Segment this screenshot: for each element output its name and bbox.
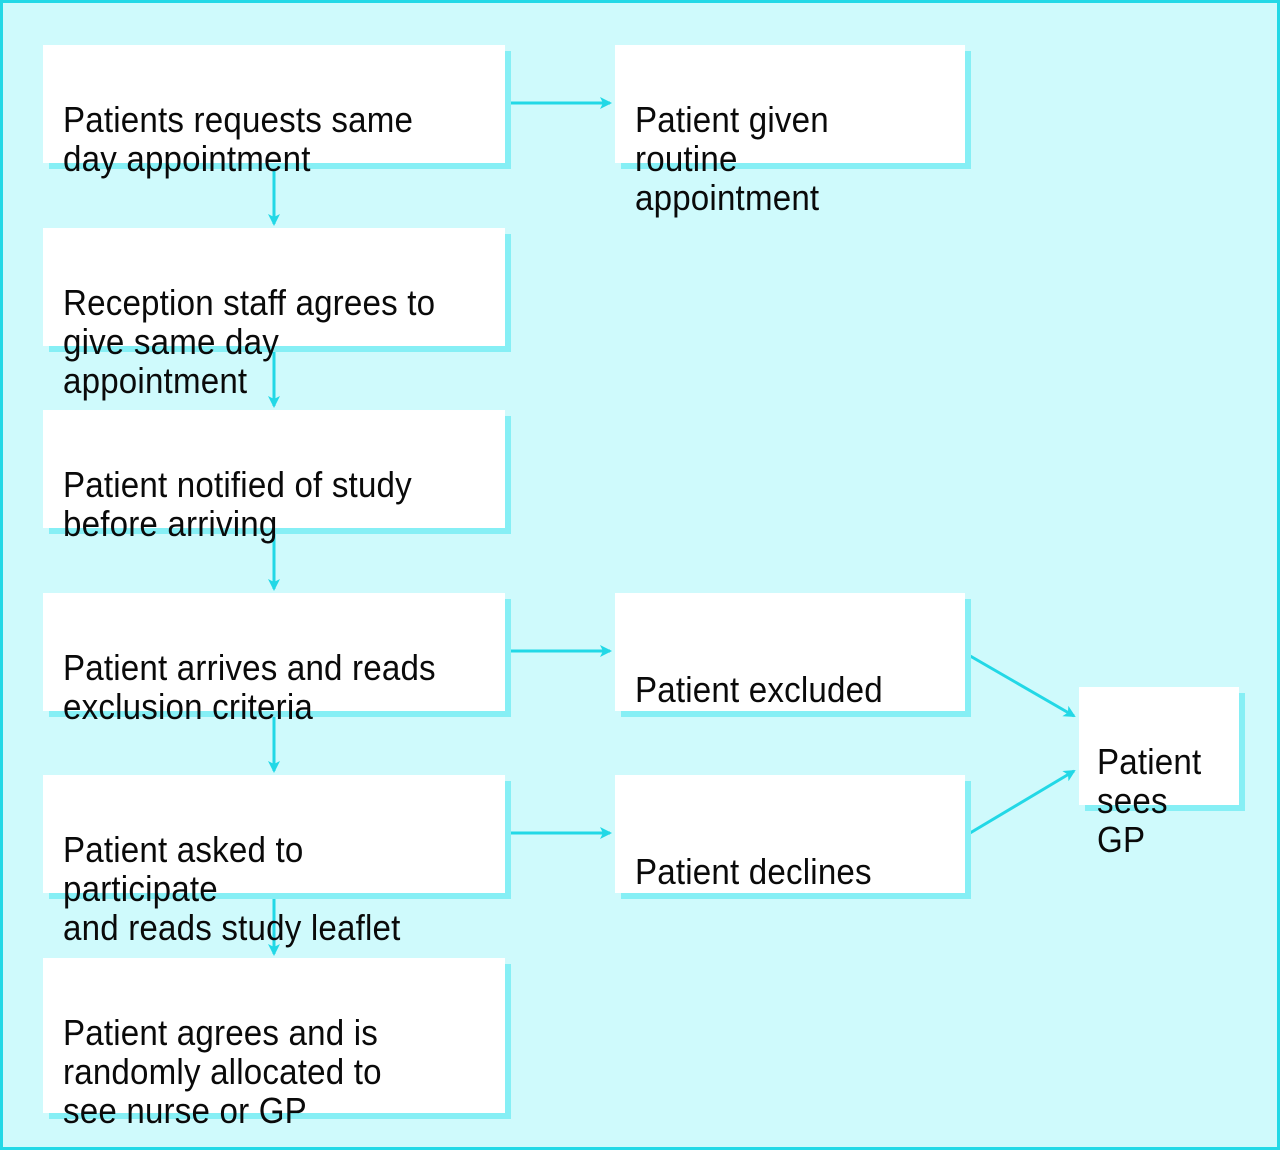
node-asked-label: Patient asked to participate and reads s…: [63, 829, 401, 948]
node-arrives-label: Patient arrives and reads exclusion crit…: [63, 647, 436, 727]
node-patient-agrees: Patient agrees and is randomly allocated…: [43, 958, 505, 1130]
node-patient-arrives: Patient arrives and reads exclusion crit…: [43, 593, 505, 726]
node-sees-gp-label: Patient sees GP: [1097, 741, 1202, 860]
node-routine-appointment: Patient given routine appointment: [615, 45, 965, 217]
node-patient-sees-gp: Patient sees GP: [1079, 687, 1239, 859]
arrow-declines-to-sees-gp: [964, 769, 1076, 838]
arrow-excluded-to-sees-gp: [964, 651, 1076, 718]
node-excluded-label: Patient excluded: [635, 669, 883, 710]
node-routine-label: Patient given routine appointment: [635, 99, 829, 218]
node-declines-label: Patient declines: [635, 851, 872, 892]
node-patient-asked: Patient asked to participate and reads s…: [43, 775, 505, 947]
node-patient-notified: Patient notified of study before arrivin…: [43, 410, 505, 543]
node-agrees-label: Patient agrees and is randomly allocated…: [63, 1012, 382, 1131]
node-patient-declines: Patient declines: [615, 775, 965, 893]
node-reception-agrees: Reception staff agrees to give same day …: [43, 228, 505, 400]
node-patient-excluded: Patient excluded: [615, 593, 965, 711]
node-request-label: Patients requests same day appointment: [63, 99, 414, 179]
node-reception-label: Reception staff agrees to give same day …: [63, 282, 436, 401]
node-notified-label: Patient notified of study before arrivin…: [63, 464, 412, 544]
node-request-same-day-appointment: Patients requests same day appointment: [43, 45, 505, 178]
